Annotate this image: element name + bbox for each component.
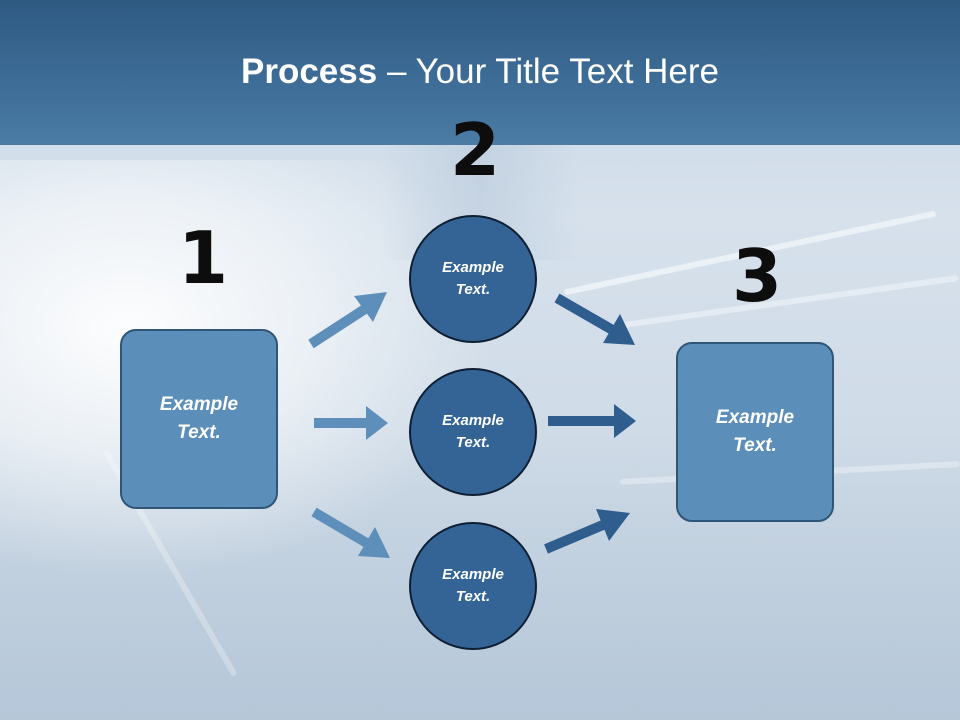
- left-step-box-text: Example Text.: [159, 394, 239, 443]
- step-number-3: 3: [732, 234, 783, 318]
- step-number-1: 1: [178, 216, 229, 300]
- circle-node-bottom: Example Text.: [409, 522, 537, 650]
- slide-title: Process – Your Title Text Here: [0, 52, 960, 92]
- right-step-box: Example Text.: [676, 342, 834, 522]
- circle-node-top-text: Example Text.: [442, 258, 504, 299]
- left-step-box: Example Text.: [120, 329, 278, 509]
- step-number-2: 2: [450, 108, 501, 192]
- right-step-box-text: Example Text.: [715, 407, 795, 456]
- title-strong: Process: [241, 52, 378, 91]
- circle-node-bottom-text: Example Text.: [442, 565, 504, 606]
- circle-node-middle: Example Text.: [409, 368, 537, 496]
- circle-node-middle-text: Example Text.: [442, 411, 504, 452]
- circle-node-top: Example Text.: [409, 215, 537, 343]
- title-rest: – Your Title Text Here: [377, 52, 719, 91]
- title-bar: [0, 0, 960, 145]
